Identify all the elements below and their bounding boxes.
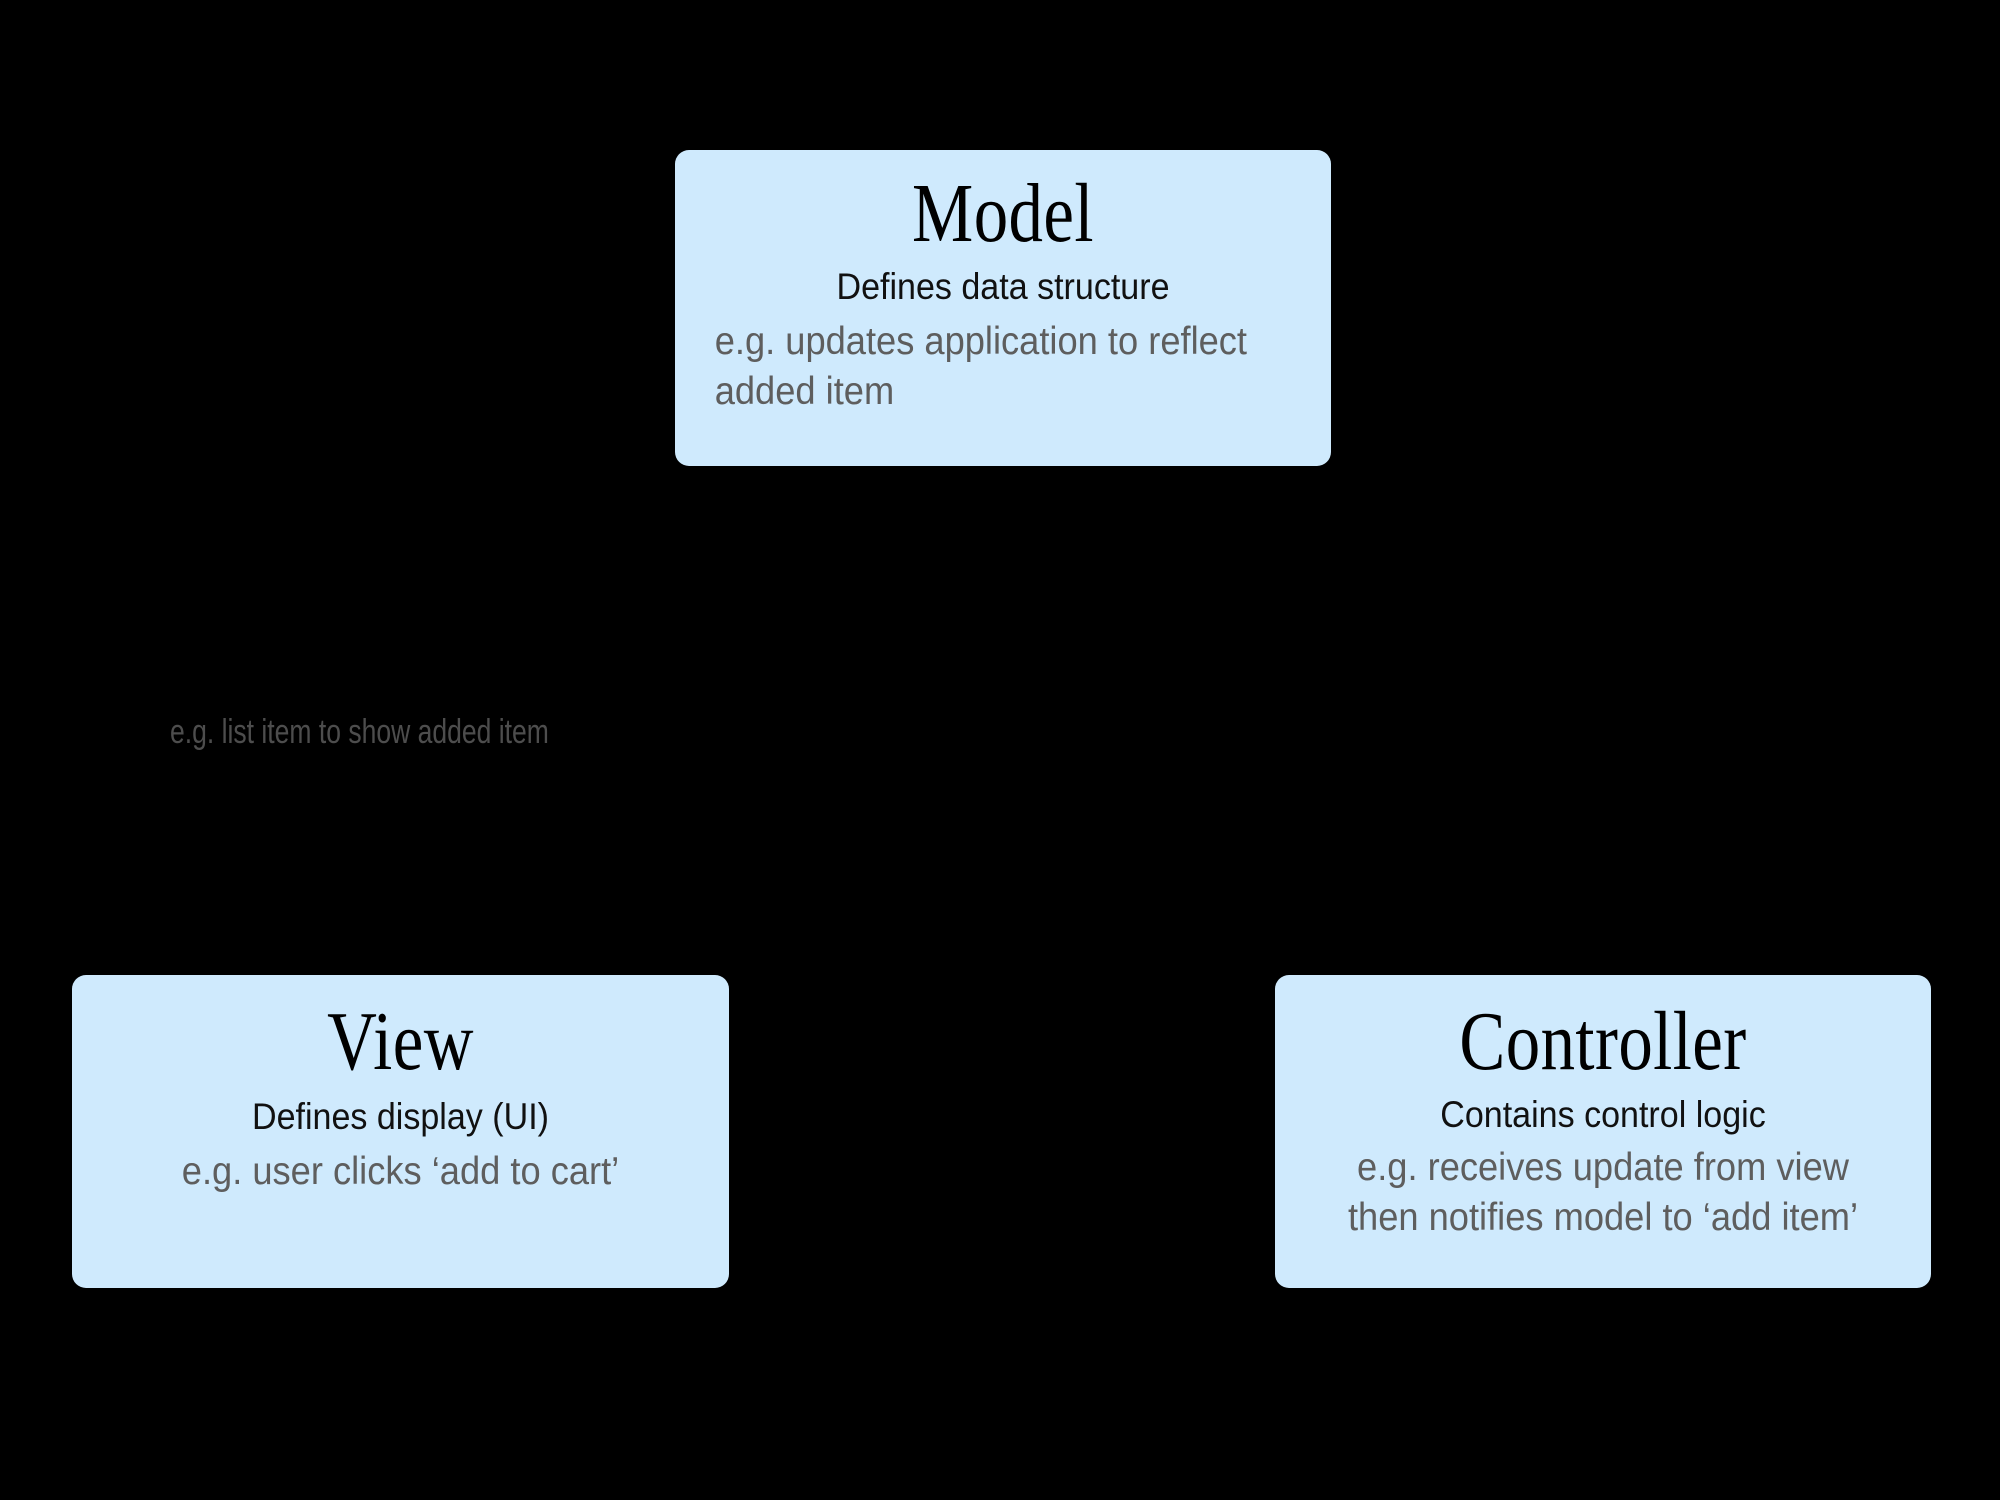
node-view-title: View bbox=[327, 995, 474, 1088]
node-model-subtitle: Defines data structure bbox=[836, 266, 1170, 307]
node-controller-example: e.g. receives update from view then noti… bbox=[1298, 1143, 1908, 1243]
node-model-example-line-1: e.g. updates application to reflect bbox=[714, 319, 1248, 363]
node-view[interactable]: View Defines display (UI) e.g. user clic… bbox=[72, 975, 729, 1288]
node-view-example: e.g. user clicks ‘add to cart’ bbox=[95, 1147, 706, 1197]
node-model[interactable]: Model Defines data structure e.g. update… bbox=[675, 150, 1331, 466]
node-model-title: Model bbox=[912, 167, 1094, 260]
node-controller[interactable]: Controller Contains control logic e.g. r… bbox=[1275, 975, 1931, 1288]
node-controller-example-line-1: e.g. receives update from view bbox=[1357, 1145, 1849, 1189]
node-controller-example-line-2: then notifies model to ‘add item’ bbox=[1347, 1195, 1859, 1239]
node-view-subtitle: Defines display (UI) bbox=[251, 1096, 550, 1137]
node-model-example: e.g. updates application to reflect adde… bbox=[698, 317, 1308, 417]
node-view-example-line-1: e.g. user clicks ‘add to cart’ bbox=[181, 1149, 620, 1193]
node-model-example-line-2: added item bbox=[714, 369, 895, 413]
node-controller-title: Controller bbox=[1459, 995, 1747, 1088]
node-controller-subtitle: Contains control logic bbox=[1440, 1094, 1766, 1135]
annotation-view-model: e.g. list item to show added item bbox=[170, 713, 549, 751]
